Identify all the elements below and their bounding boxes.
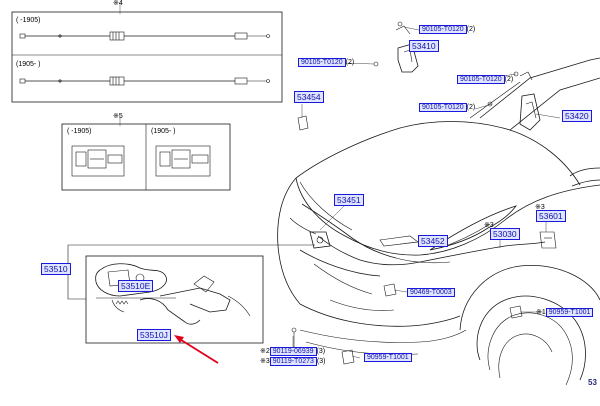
- callout-mark-3-53030: ※3: [484, 222, 494, 229]
- bolt-label-3[interactable]: 90105-T0120(2): [457, 75, 513, 84]
- cable-inset-frame: [11, 11, 283, 103]
- part-label-53451[interactable]: 53451: [332, 194, 366, 206]
- part-label-53510j-highlighted[interactable]: 53510J: [135, 329, 173, 341]
- part-label-53030[interactable]: 53030: [488, 228, 522, 240]
- vehicle-front-outline: [277, 21, 600, 386]
- cable-late-range: (1905- ): [16, 61, 41, 68]
- callout-mark-5: ※5: [113, 113, 123, 120]
- callout-mark-3-53601: ※3: [535, 204, 545, 211]
- highlight-arrow: [174, 335, 219, 364]
- callout-mark-4: ※4: [113, 0, 123, 7]
- latch-late-range: (1905- ): [151, 128, 176, 135]
- part-label-53420[interactable]: 53420: [560, 110, 594, 122]
- part-label-53452[interactable]: 53452: [416, 235, 450, 247]
- part-label-53510[interactable]: 53510: [39, 263, 73, 275]
- bolt-label-7[interactable]: 90959-T1001: [364, 353, 412, 362]
- page-number-fragment: 53: [588, 378, 597, 387]
- latch-handle-early: [71, 145, 125, 177]
- bolt-label-5[interactable]: 90469-T0003: [407, 288, 455, 297]
- bolt-label-2[interactable]: 90105-T0120(2): [298, 58, 354, 67]
- latch-assembly-frame: [85, 255, 264, 344]
- hood-cable-early: [19, 31, 270, 41]
- part-label-53601[interactable]: 53601: [534, 210, 568, 222]
- hood-latch-drawing: [95, 263, 251, 325]
- part-label-53454[interactable]: 53454: [292, 91, 326, 103]
- latch-handle-late: [155, 145, 211, 177]
- hood-cable-late: [19, 76, 270, 86]
- latch-early-range: ( -1905): [67, 128, 92, 135]
- bolt-label-1[interactable]: 90105-T0120(2): [419, 25, 475, 34]
- part-label-53410[interactable]: 53410: [407, 40, 441, 52]
- bolt-label-4[interactable]: 90105-T0120(2): [419, 103, 475, 112]
- part-label-53510e[interactable]: 53510E: [116, 280, 155, 292]
- cable-early-range: ( -1905): [16, 17, 41, 24]
